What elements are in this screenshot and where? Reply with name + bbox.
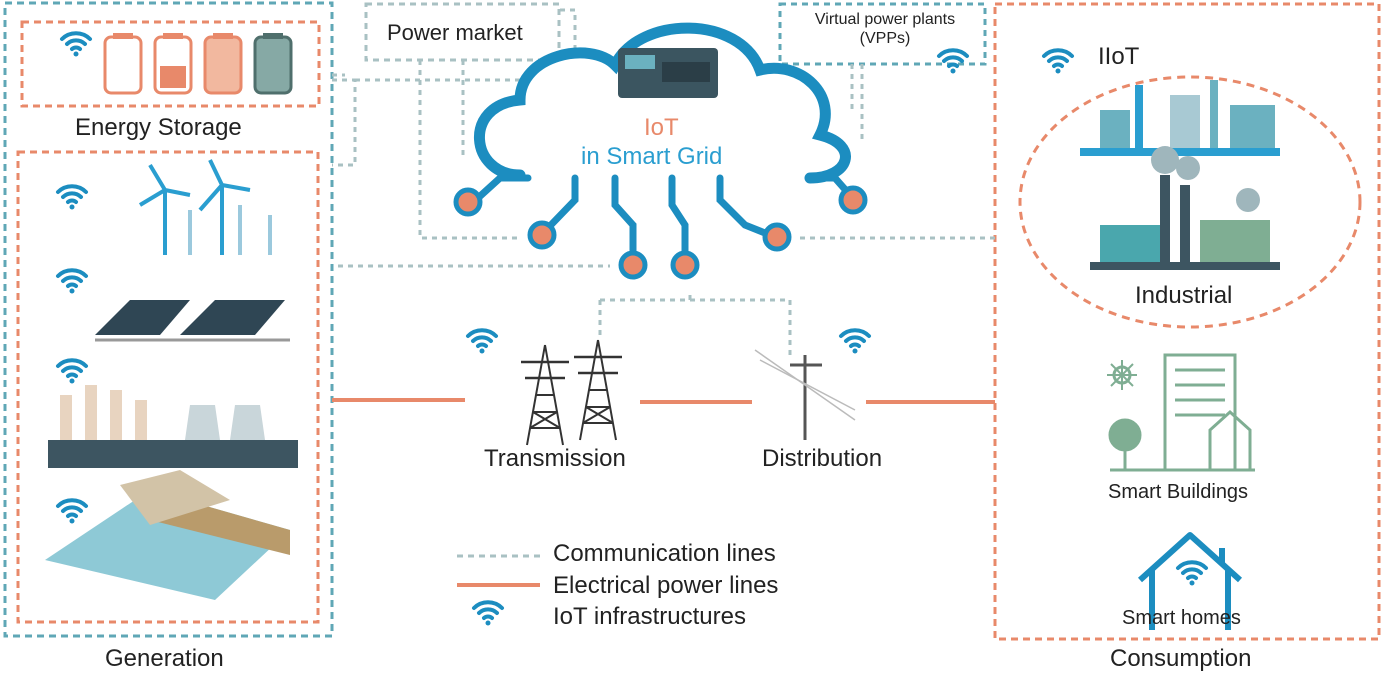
iot-cloud <box>474 22 851 184</box>
transmission-label: Transmission <box>484 445 626 472</box>
distribution-label: Distribution <box>762 445 883 472</box>
smart-buildings-icon <box>1107 353 1255 472</box>
hydro-dam-icon <box>45 470 290 600</box>
wifi-icon <box>466 328 498 356</box>
distribution-pole-icon <box>754 349 856 440</box>
industrial-label: Industrial <box>1135 282 1233 309</box>
battery-icons <box>103 33 293 95</box>
power-plant-icon <box>48 385 298 468</box>
wifi-icon <box>1176 560 1208 588</box>
wifi-icon <box>56 358 88 386</box>
smart-grid-title: in Smart Grid <box>581 143 723 170</box>
vpp-label: Virtual power plants (VPPs) <box>790 10 980 48</box>
storage-inner-box <box>20 20 321 108</box>
generation-inner-box <box>16 150 320 624</box>
wifi-icon <box>56 268 88 296</box>
wind-turbines-icon <box>138 159 272 255</box>
circuit-traces <box>474 174 854 262</box>
industrial-plant-icon <box>1080 80 1280 270</box>
solar-panels-icon <box>95 300 290 342</box>
iiot-label: IIoT <box>1098 43 1140 70</box>
generation-label: Generation <box>105 645 224 672</box>
legend-swatches <box>457 554 540 628</box>
consumption-box <box>993 2 1381 641</box>
transmission-tower-icon <box>519 343 571 447</box>
power-market-label: Power market <box>387 20 523 45</box>
industrial-group-circle <box>1018 75 1362 329</box>
consumption-label: Consumption <box>1110 645 1252 672</box>
wifi-icon <box>60 31 92 59</box>
wifi-icon <box>1042 48 1074 76</box>
legend-iot-label: IoT infrastructures <box>553 603 746 630</box>
energy-storage-label: Energy Storage <box>75 114 242 141</box>
smart-buildings-label: Smart Buildings <box>1108 481 1249 503</box>
vpp-label-line1: Virtual power plants <box>814 11 956 28</box>
legend-power-label: Electrical power lines <box>553 572 779 599</box>
vpp-label-line2: (VPPs) <box>859 30 911 47</box>
vpp-box <box>778 2 987 66</box>
power-lines <box>332 398 995 404</box>
iot-title: IoT <box>644 114 679 141</box>
circuit-nodes <box>453 185 868 280</box>
wifi-icon <box>56 184 88 212</box>
smart-homes-label: Smart homes <box>1122 607 1241 629</box>
communication-lines <box>332 8 995 355</box>
smart-home-icon <box>1137 532 1243 630</box>
wifi-icon <box>839 328 871 356</box>
transmission-tower-icon <box>572 338 624 442</box>
wifi-icon <box>56 498 88 526</box>
legend-communication-label: Communication lines <box>553 540 776 567</box>
wifi-icon <box>472 600 504 628</box>
wifi-icon <box>937 48 969 76</box>
